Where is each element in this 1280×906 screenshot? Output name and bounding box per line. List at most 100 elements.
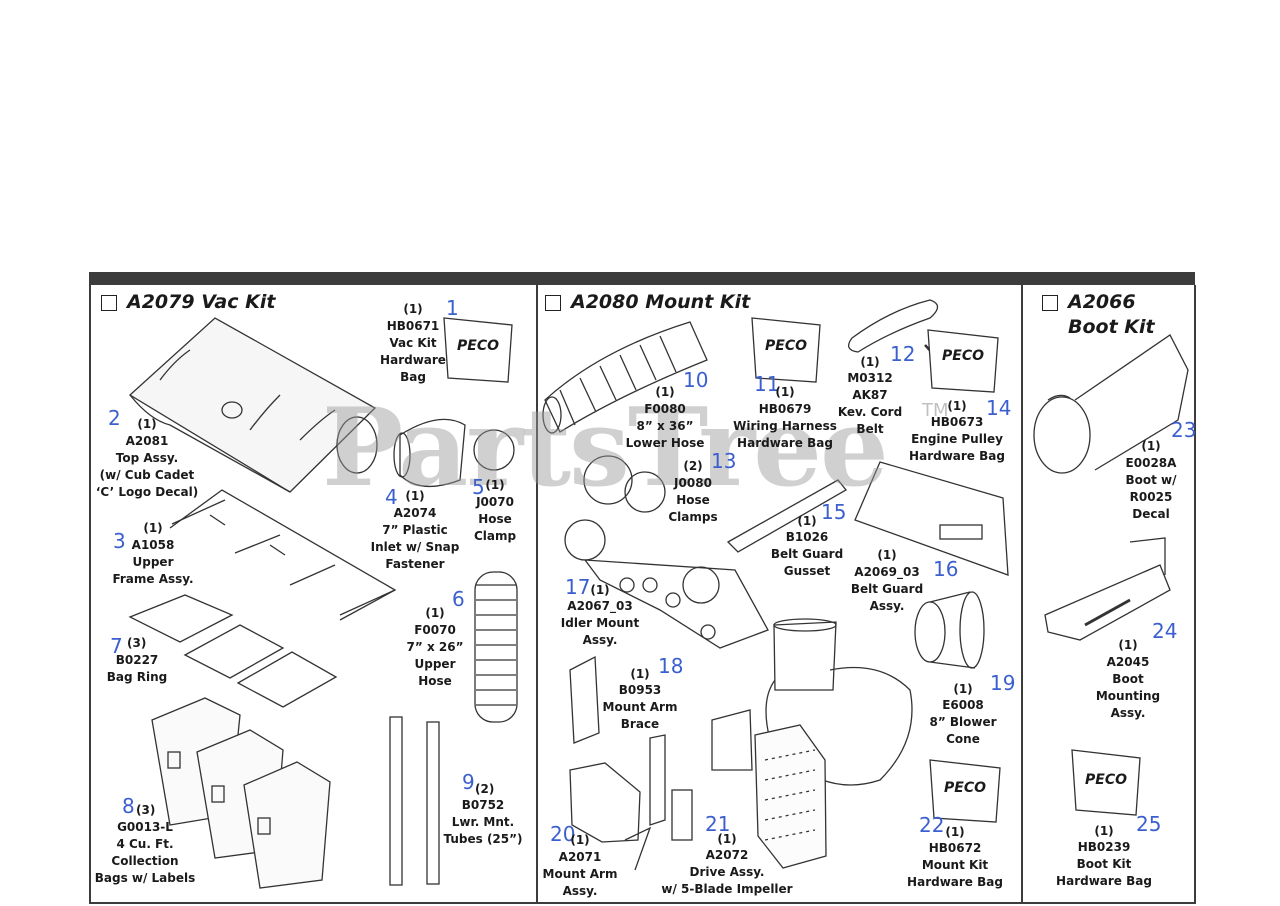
callout-8[interactable]: 8 (122, 794, 135, 818)
part-label: A2071 Mount Arm Assy. (542, 850, 618, 898)
callout-14[interactable]: 14 (986, 396, 1012, 420)
collection-bags-drawing (151, 697, 331, 889)
upper-hose-drawing (474, 571, 518, 723)
belt-drawing (847, 299, 939, 353)
part-qty: (3) (127, 636, 147, 650)
part-label: A1058 Upper Frame Assy. (112, 538, 194, 586)
callout-18[interactable]: 18 (658, 654, 684, 678)
partstree-watermark: PartsTree (322, 385, 889, 511)
callout-24[interactable]: 24 (1152, 619, 1178, 643)
callout-7[interactable]: 7 (110, 634, 123, 658)
hardware-bag-drawing (1071, 749, 1141, 816)
part-qty: (1) (137, 417, 157, 431)
belt-guard-assy-drawing (854, 461, 1009, 576)
callout-2[interactable]: 2 (108, 406, 121, 430)
lower-mount-tubes-drawing (389, 716, 440, 886)
callout-21[interactable]: 21 (705, 812, 731, 836)
boot-kit-checkbox[interactable] (1042, 295, 1058, 311)
part-label: G0013-L 4 Cu. Ft. Collection Bags w/ Lab… (94, 820, 196, 885)
part-label: B1026 Belt Guard Gusset (770, 530, 844, 578)
part-qty: (2) (475, 782, 495, 796)
part-label: B0752 Lwr. Mnt. Tubes (25”) (443, 798, 523, 846)
callout-4[interactable]: 4 (385, 485, 398, 509)
peco-logo: PECO (457, 338, 499, 354)
upper-frame-drawing (169, 489, 397, 621)
callout-16[interactable]: 16 (933, 557, 959, 581)
callout-9[interactable]: 9 (462, 770, 475, 794)
part-qty: (1) (590, 583, 610, 597)
part-qty: (1) (717, 832, 737, 846)
part-label: J0070 Hose Clamp (473, 495, 517, 543)
part-qty: (1) (877, 548, 897, 562)
boot-mounting-drawing (1044, 537, 1171, 641)
hose-clamp-drawing (473, 429, 515, 471)
part-label: HB0673 Engine Pulley Hardware Bag (909, 415, 1005, 463)
callout-10[interactable]: 10 (683, 368, 709, 392)
mount-arm-drawing (569, 734, 693, 871)
kit-divider (1021, 285, 1023, 904)
bag-rings-drawing (128, 594, 338, 708)
callout-15[interactable]: 15 (821, 500, 847, 524)
part-qty: (1) (1118, 638, 1138, 652)
kits-frame (89, 285, 1196, 904)
part-qty: (1) (797, 514, 817, 528)
peco-logo: PECO (1085, 772, 1127, 788)
callout-22[interactable]: 22 (919, 813, 945, 837)
part-label: B0227 Bag Ring (106, 653, 168, 684)
trademark-mark: TM (922, 400, 949, 421)
part-label: E0028A Boot w/ R0025 Decal (1125, 456, 1177, 521)
part-label: F0080 8” x 36” Lower Hose (625, 402, 705, 450)
callout-17[interactable]: 17 (565, 575, 591, 599)
peco-logo: PECO (944, 780, 986, 796)
part-label: A2045 Boot Mounting Assy. (1095, 655, 1161, 720)
hardware-bag-drawing (751, 317, 821, 383)
part-label: M0312 AK87 Kev. Cord Belt (837, 371, 903, 436)
part-label: A2067_03 Idler Mount Assy. (560, 599, 640, 647)
callout-5[interactable]: 5 (472, 475, 485, 499)
part-qty: (2) (683, 459, 703, 473)
lower-hose-drawing (542, 321, 708, 434)
part-qty: (1) (1141, 439, 1161, 453)
callout-20[interactable]: 20 (550, 822, 576, 846)
callout-11[interactable]: 11 (754, 372, 780, 396)
callout-12[interactable]: 12 (890, 342, 916, 366)
callout-1[interactable]: 1 (446, 296, 459, 320)
mount-kit-checkbox[interactable] (545, 295, 561, 311)
boot-drawing (1033, 334, 1189, 474)
part-label: J0080 Hose Clamps (668, 476, 718, 524)
part-label: A2069_03 Belt Guard Assy. (850, 565, 924, 613)
hardware-bag-drawing (929, 759, 1001, 823)
belt-guard-gusset-drawing (726, 479, 847, 553)
part-qty: (1) (485, 478, 505, 492)
part-qty: (1) (775, 385, 795, 399)
part-label: F0070 7” x 26” Upper Hose (406, 623, 464, 688)
drive-assy-drawing (711, 618, 913, 869)
part-qty: (1) (860, 355, 880, 369)
part-label: HB0671 Vac Kit Hardware Bag (380, 319, 446, 384)
part-qty: (1) (630, 667, 650, 681)
vac-kit-checkbox[interactable] (101, 295, 117, 311)
callout-25[interactable]: 25 (1136, 812, 1162, 836)
callout-6[interactable]: 6 (452, 587, 465, 611)
part-label: A2074 7” Plastic Inlet w/ Snap Fastener (370, 506, 460, 571)
top-assembly-drawing (128, 317, 378, 493)
part-qty: (1) (1094, 824, 1114, 838)
idler-mount-drawing (564, 519, 769, 649)
part-qty: (1) (425, 606, 445, 620)
part-qty: (3) (136, 803, 156, 817)
mount-arm-brace-drawing (569, 655, 600, 744)
part-qty: (1) (570, 833, 590, 847)
callout-19[interactable]: 19 (990, 671, 1016, 695)
callout-13[interactable]: 13 (711, 449, 737, 473)
callout-3[interactable]: 3 (113, 529, 126, 553)
callout-23[interactable]: 23 (1171, 418, 1197, 442)
part-qty: (1) (945, 825, 965, 839)
part-qty: (1) (953, 682, 973, 696)
header-bar (89, 272, 1195, 285)
hardware-bag-drawing (443, 317, 513, 383)
blower-cone-drawing (914, 591, 985, 669)
part-qty: (1) (403, 302, 423, 316)
boot-kit-subtitle: Boot Kit (1068, 316, 1155, 338)
plastic-inlet-drawing (393, 418, 466, 488)
